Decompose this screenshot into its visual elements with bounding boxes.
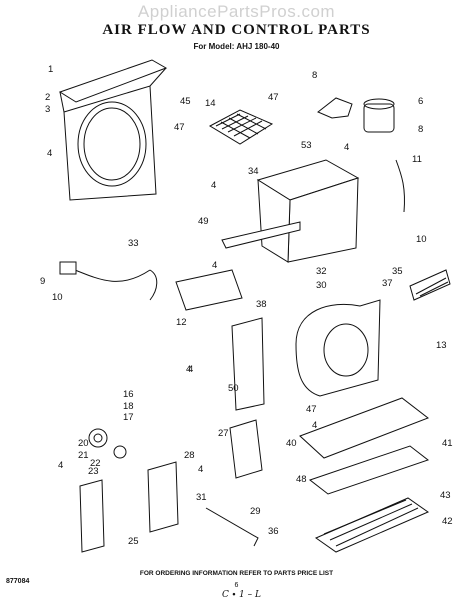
part-blower-housing — [295, 299, 381, 397]
part-callout: 20 — [78, 438, 89, 449]
part-callout: 53 — [301, 140, 312, 151]
diagram-title: AIR FLOW AND CONTROL PARTS — [102, 22, 371, 38]
part-callout: 43 — [440, 490, 451, 501]
part-callout: 10 — [416, 234, 427, 245]
part-callout: 28 — [184, 450, 195, 461]
part-callout: 21 — [78, 450, 89, 461]
page-number: 6 — [234, 582, 239, 589]
handwritten-mark: C ∙ 1 – L — [222, 590, 261, 600]
part-terminal-block — [409, 269, 451, 301]
part-callout: 4 — [198, 464, 203, 475]
part-bracket — [317, 97, 353, 119]
part-rod — [205, 507, 259, 547]
part-callout: 11 — [412, 154, 422, 165]
part-callout: 41 — [442, 438, 453, 449]
part-callout: 47 — [268, 92, 279, 103]
part-knob — [88, 428, 108, 448]
watermark: AppliancePartsPros.com — [137, 2, 336, 21]
part-panel — [231, 317, 265, 411]
part-callout: 4 — [186, 364, 191, 375]
part-base-plate — [299, 397, 430, 459]
part-callout: 12 — [176, 317, 187, 328]
part-callout: 38 — [256, 299, 267, 310]
part-callout: 22 — [90, 458, 101, 469]
part-callout: 2 — [45, 92, 50, 103]
part-callout: 4 — [188, 364, 193, 375]
document-number: 877084 — [6, 578, 30, 585]
part-callout: 31 — [196, 492, 207, 503]
part-callout: 4 — [212, 260, 217, 271]
part-callout: 1 — [48, 64, 53, 75]
part-callout: 8 — [418, 124, 423, 135]
part-rail — [221, 221, 301, 249]
part-callout: 16 — [123, 389, 134, 400]
part-wire — [395, 159, 405, 213]
part-callout: 4 — [47, 148, 52, 159]
part-callout: 4 — [58, 460, 63, 471]
part-plug — [59, 261, 77, 275]
part-callout: 30 — [316, 280, 327, 291]
part-housing — [256, 159, 360, 263]
model-subtitle: For Model: AHJ 180-40 — [193, 42, 280, 51]
part-harness — [69, 267, 158, 301]
part-filter — [208, 109, 274, 145]
part-callout: 32 — [316, 266, 327, 277]
part-callout: 47 — [174, 122, 185, 133]
part-capacitor — [363, 98, 395, 133]
part-callout: 29 — [250, 506, 261, 517]
part-callout: 27 — [218, 428, 229, 439]
part-control-box — [229, 419, 263, 479]
part-callout: 4 — [344, 142, 349, 153]
part-callout: 45 — [180, 96, 191, 107]
part-callout: 9 — [40, 276, 45, 287]
part-cover — [79, 479, 105, 553]
part-bottom-filter — [314, 497, 430, 553]
part-callout: 49 — [198, 216, 209, 227]
ordering-footer: FOR ORDERING INFORMATION REFER TO PARTS … — [139, 570, 334, 577]
part-callout: 42 — [442, 516, 453, 527]
part-callout: 23 — [88, 466, 99, 477]
part-front-panel — [58, 59, 168, 201]
part-callout: 6 — [418, 96, 423, 107]
part-knob — [113, 445, 127, 459]
part-callout: 4 — [312, 420, 317, 431]
part-callout: 36 — [268, 526, 279, 537]
part-callout: 14 — [205, 98, 216, 109]
part-tray — [175, 269, 243, 311]
part-callout: 8 — [312, 70, 317, 81]
part-pan — [308, 445, 430, 495]
part-callout: 40 — [286, 438, 297, 449]
part-callout: 4 — [211, 180, 216, 191]
part-callout: 18 — [123, 401, 134, 412]
part-callout: 50 — [228, 383, 239, 394]
part-callout: 10 — [52, 292, 63, 303]
part-callout: 3 — [45, 104, 50, 115]
part-callout: 48 — [296, 474, 307, 485]
part-callout: 34 — [248, 166, 259, 177]
part-callout: 35 — [392, 266, 403, 277]
part-callout: 13 — [436, 340, 447, 351]
part-callout: 37 — [382, 278, 393, 289]
part-callout: 33 — [128, 238, 139, 249]
part-callout: 47 — [306, 404, 317, 415]
part-callout: 25 — [128, 536, 139, 547]
part-callout: 17 — [123, 412, 134, 423]
part-switch-plate — [147, 461, 179, 533]
